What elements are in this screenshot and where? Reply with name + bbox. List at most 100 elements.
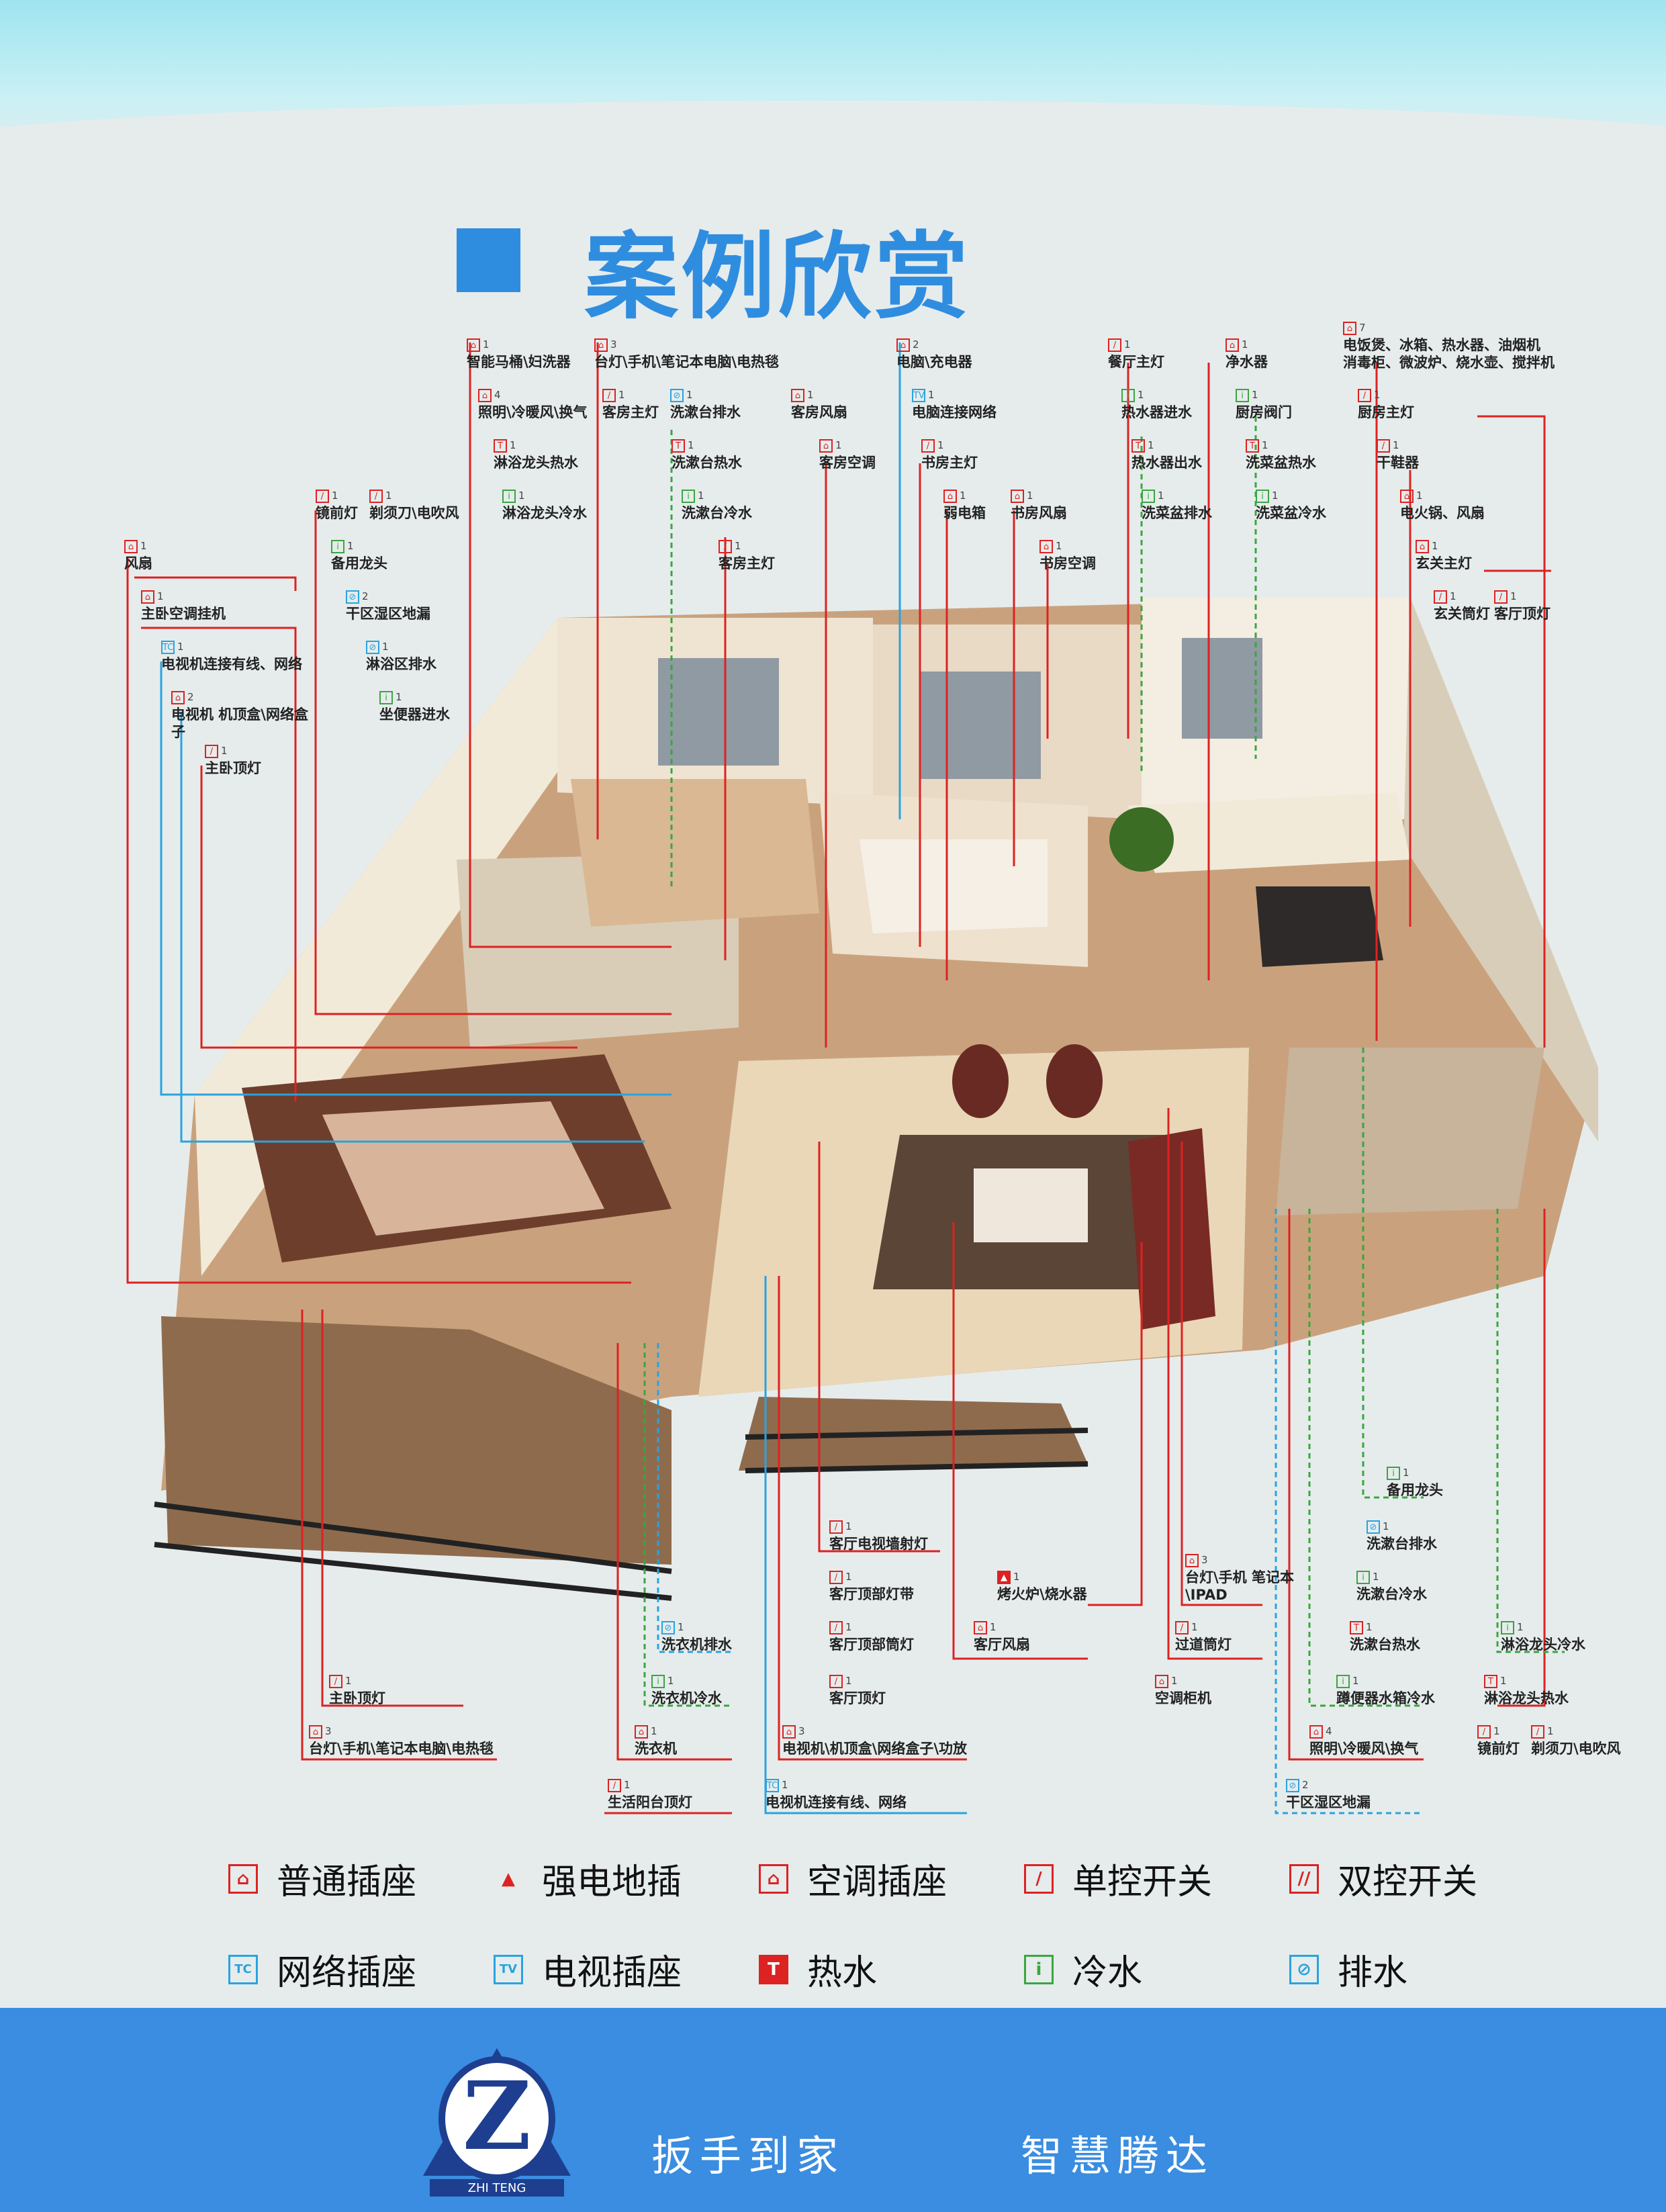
single-switch-icon: / [1477,1725,1491,1739]
single-switch-icon: / [921,439,935,453]
ac-icon: ⌂ [478,389,492,402]
single-switch-icon: / [829,1571,843,1584]
cold-water-icon: i [1501,1621,1514,1634]
cold-water-icon: i [1356,1571,1370,1584]
single-switch-icon: / [1024,1863,1054,1894]
hot-water-icon: T [1350,1621,1363,1634]
hot-water-icon: T [759,1954,788,1984]
socket-icon: ⌂ [309,1725,322,1739]
socket-icon: ⌂ [1039,540,1053,553]
study-bed [860,839,1048,933]
railing-mid [745,1428,1089,1473]
cold-water-icon: i [331,540,344,553]
single-switch-icon: / [205,745,218,758]
single-switch-icon: / [829,1621,843,1634]
ac-icon: ⌂ [1155,1675,1168,1688]
single-switch-icon: / [369,490,383,503]
balcony-left [161,1316,672,1565]
logo-brand-text: ZHI TENG [468,2181,526,2195]
drain-icon: ⊘ [346,590,359,604]
legend-item-floor: ▲强电地插 [494,1853,682,1904]
socket-icon: ⌂ [124,540,138,553]
slogan-2: 智慧腾达 [1021,2131,1215,2180]
plant [1109,807,1174,872]
floor-socket-icon: ▲ [997,1571,1011,1584]
legend-item-socket: ⌂普通插座 [228,1853,416,1904]
cold-water-icon: i [1336,1675,1350,1688]
dining-table [1256,886,1383,967]
tv-icon: TV [912,389,925,402]
legend-item-ac: ⌂空调插座 [759,1853,947,1904]
chair-left [952,1044,1009,1118]
socket-icon: ⌂ [171,691,185,704]
legend-item-double-switch: //双控开关 [1289,1853,1477,1904]
socket-icon: ⌂ [1185,1554,1199,1567]
single-switch-icon: / [1108,338,1121,352]
socket-icon: ⌂ [228,1863,258,1894]
network-socket-icon: TC [228,1954,258,1984]
guest-room [571,779,819,927]
socket-icon: ⌂ [1416,540,1429,553]
coffee-table [974,1168,1088,1242]
window-guest [658,658,779,766]
cold-water-icon: i [1236,389,1249,402]
page-title: 案例欣赏 [584,222,972,332]
socket-icon: ⌂ [1343,322,1356,335]
cold-water-icon: i [1121,389,1135,402]
cold-water-icon: i [682,490,695,503]
hot-water-icon: T [1484,1675,1497,1688]
footer-band [0,2008,1666,2212]
legend-item-drain: ⊘排水 [1289,1944,1407,1994]
tv-socket-icon: TV [494,1954,523,1984]
ac-icon: ⌂ [943,490,957,503]
slogan-1: 扳手到家 [651,2131,845,2180]
header-band [0,0,1666,208]
ac-icon: ⌂ [1309,1725,1323,1739]
network-tv-icon: TC [766,1779,779,1792]
drain-icon: ⊘ [670,389,684,402]
cold-water-icon: i [1256,490,1269,503]
cold-water-icon: i [379,691,393,704]
drain-icon: ⊘ [661,1621,675,1634]
ac-icon: ⌂ [141,590,154,604]
